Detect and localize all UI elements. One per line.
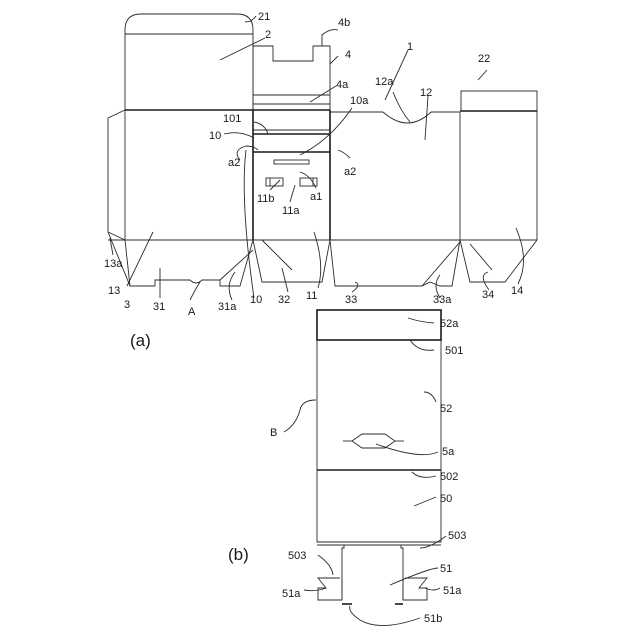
label-10a: 10a xyxy=(350,95,369,107)
label-21: 21 xyxy=(258,11,270,23)
label-101: 101 xyxy=(223,113,241,125)
label-13a: 13a xyxy=(104,258,123,270)
label-11: 11 xyxy=(306,290,317,302)
gusset-32 xyxy=(262,240,292,270)
label-3: 3 xyxy=(124,299,130,311)
caption-b: (b) xyxy=(228,545,249,564)
label-4: 4 xyxy=(345,49,351,61)
label-11a: 11a xyxy=(282,205,300,217)
label-10-top: 10 xyxy=(209,130,221,142)
leaders-b xyxy=(284,318,446,626)
label-1: 1 xyxy=(407,41,413,53)
flap-22 xyxy=(461,91,537,111)
label-a2-left: a2 xyxy=(228,157,240,169)
glue-flap-13a xyxy=(108,110,125,240)
label-2: 2 xyxy=(265,29,271,41)
panel-50 xyxy=(317,470,441,542)
slot-5a xyxy=(352,434,395,448)
label-31a: 31a xyxy=(218,301,237,313)
label-13: 13 xyxy=(108,285,120,297)
label-5a: 5a xyxy=(442,446,455,458)
gusset-31a xyxy=(220,250,253,280)
label-503-right: 503 xyxy=(448,530,466,542)
tab-11b xyxy=(266,178,283,186)
label-51a-right: 51a xyxy=(443,585,462,597)
panel-52a xyxy=(317,310,441,340)
blank-b xyxy=(317,310,441,604)
label-12: 12 xyxy=(420,87,432,99)
label-32: 32 xyxy=(278,294,290,306)
gusset-33a xyxy=(422,242,460,286)
flap-33 xyxy=(330,240,460,286)
label-31: 31 xyxy=(153,301,165,313)
label-503-left: 503 xyxy=(288,550,306,562)
label-52: 52 xyxy=(440,403,452,415)
label-52a: 52a xyxy=(440,318,459,330)
label-12a: 12a xyxy=(375,76,394,88)
label-50: 50 xyxy=(440,493,452,505)
label-a1: a1 xyxy=(310,191,322,203)
caption-a: (a) xyxy=(130,331,151,350)
panel-52 xyxy=(317,310,441,470)
label-502: 502 xyxy=(440,471,458,483)
label-501: 501 xyxy=(445,345,463,357)
label-34: 34 xyxy=(482,289,494,301)
label-51b: 51b xyxy=(424,613,442,625)
label-14: 14 xyxy=(511,285,523,297)
gusset-34 xyxy=(470,244,492,270)
leg-right xyxy=(401,545,427,600)
label-A: A xyxy=(188,306,196,318)
label-22: 22 xyxy=(478,53,490,65)
flap-4 xyxy=(253,46,330,110)
label-4b: 4b xyxy=(338,17,350,29)
label-11b: 11b xyxy=(257,193,275,205)
slot-a1 xyxy=(274,160,309,164)
label-10-bottom: 10 xyxy=(250,294,262,306)
label-51: 51 xyxy=(440,563,452,575)
label-33: 33 xyxy=(345,294,357,306)
label-B: B xyxy=(270,427,277,439)
blank-a xyxy=(108,14,537,286)
label-33a: 33a xyxy=(433,294,452,306)
labels-b: 52a 501 B 52 5a 502 50 503 503 51 51a 51… xyxy=(228,318,466,625)
label-4a: 4a xyxy=(336,79,349,91)
leg-left xyxy=(318,545,344,600)
flap-2 xyxy=(125,14,253,110)
leaders-a xyxy=(110,16,524,300)
label-51a-left: 51a xyxy=(282,588,301,600)
flap-31 xyxy=(125,240,253,286)
label-a2-right: a2 xyxy=(344,166,356,178)
